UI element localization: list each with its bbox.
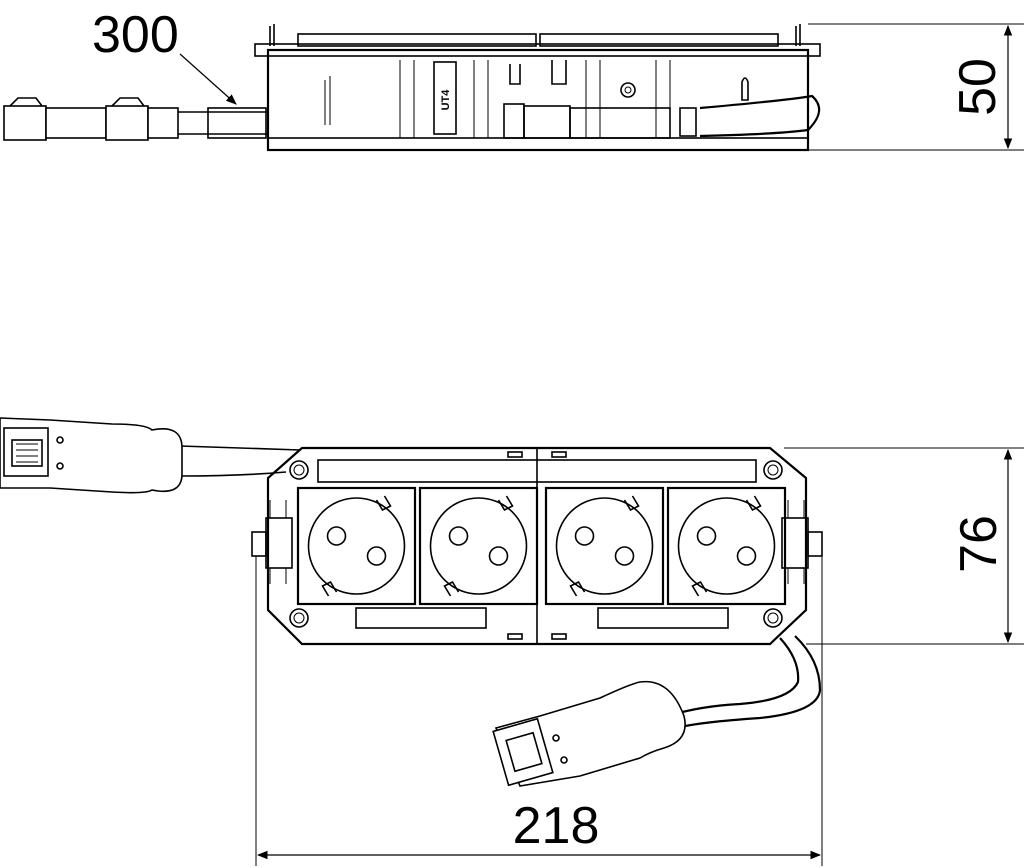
cable-length-arrow (179, 53, 237, 105)
terminal-block-2 (523, 105, 571, 139)
side-cable-loop (699, 94, 821, 138)
top-view (0, 417, 823, 787)
label-strip-left (355, 607, 487, 629)
height-label: 50 (949, 58, 1007, 116)
left-connector-window (11, 439, 43, 467)
width-label: 218 (513, 797, 600, 855)
side-screw (620, 82, 636, 98)
notch (507, 633, 523, 640)
right-connector-dot (560, 756, 568, 764)
side-screw-inner (624, 86, 632, 94)
side-clamp-right (781, 500, 823, 584)
right-connector-window (505, 731, 543, 773)
terminal-block-1 (503, 103, 525, 139)
side-connector-latches (9, 97, 145, 107)
socket-4 (666, 486, 787, 606)
socket-3 (544, 486, 665, 606)
side-lid-left (297, 33, 537, 47)
cable-length-label: 300 (92, 6, 179, 64)
side-connector-sleeve (147, 107, 179, 139)
sockets-group (296, 486, 787, 606)
notch (507, 451, 523, 458)
left-connector-contacts (16, 443, 38, 463)
side-cable (178, 111, 268, 135)
side-clips (269, 24, 801, 46)
left-cable (179, 445, 301, 477)
side-cable-entry (207, 107, 267, 139)
notch (551, 633, 567, 640)
label-strip-right (597, 607, 729, 629)
socket-1 (296, 486, 417, 606)
side-bottom-plate (267, 137, 809, 151)
side-top-frame (254, 43, 821, 57)
right-cable-outer (675, 635, 822, 730)
side-hook (741, 77, 749, 101)
side-connector-plug (3, 105, 47, 141)
frame-outline (266, 446, 808, 646)
right-connector-plug (492, 717, 554, 787)
side-connector-plug-2 (105, 105, 149, 141)
depth-label: 76 (950, 515, 1008, 573)
module-label-box (433, 61, 457, 135)
socket-2 (418, 486, 539, 606)
left-connector-dot (56, 436, 64, 444)
side-lid-right (539, 33, 779, 47)
side-connector-body (45, 107, 107, 139)
terminal-block-3 (569, 107, 671, 139)
corner-screws (289, 460, 783, 628)
module-label: UT4 (440, 89, 452, 111)
side-strain-relief (679, 107, 697, 137)
notch (551, 451, 567, 458)
side-internal-lines (324, 60, 671, 138)
latches (509, 60, 567, 85)
side-view: UT4 (3, 24, 821, 152)
side-clamp-left (251, 500, 293, 584)
right-connector-dot (552, 734, 560, 742)
right-cable-inner (667, 637, 800, 718)
left-connector-dot (56, 462, 64, 470)
